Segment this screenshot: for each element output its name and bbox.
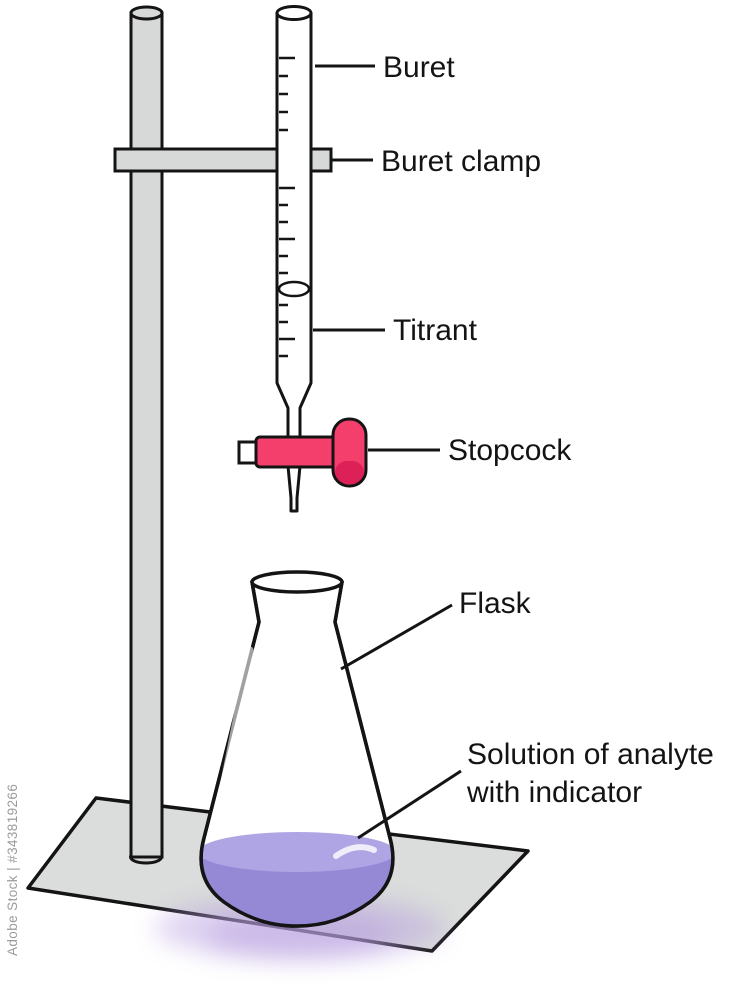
flask-shape (199, 570, 395, 928)
buret-top-opening (275, 5, 313, 21)
flask-pointer-line (340, 603, 453, 671)
solution-glow (155, 896, 445, 960)
solution-pointer-line (357, 769, 462, 840)
label-buret: Buret (383, 51, 455, 84)
label-stopcock: Stopcock (448, 434, 572, 467)
stopcock-handle-outline (331, 417, 368, 488)
label-solution-line2: with indicator (466, 776, 642, 809)
flask-glass-highlight (216, 646, 254, 806)
label-solution-line1: Solution of analyte (467, 738, 714, 771)
buret-shape (275, 5, 313, 513)
buret-tip (286, 464, 302, 513)
solution-surface (201, 832, 393, 872)
stand-rod-body (129, 11, 164, 859)
solution-highlight (333, 844, 377, 859)
flask-outline (199, 580, 395, 928)
label-titrant: Titrant (393, 314, 478, 347)
label-buret-clamp: Buret clamp (381, 145, 541, 178)
flask-rim (250, 570, 344, 594)
buret-graduations (279, 56, 295, 358)
watermark-text: Adobe Stock | #343819266 (5, 784, 20, 956)
label-flask: Flask (459, 587, 532, 620)
stopcock-shape (237, 417, 368, 488)
stand-rod-top-cap (129, 5, 164, 21)
stand-rod (129, 5, 164, 865)
stopcock-valve-bar (254, 435, 342, 469)
titrant-meniscus (277, 280, 311, 298)
stopcock-handle-shade (335, 461, 364, 484)
